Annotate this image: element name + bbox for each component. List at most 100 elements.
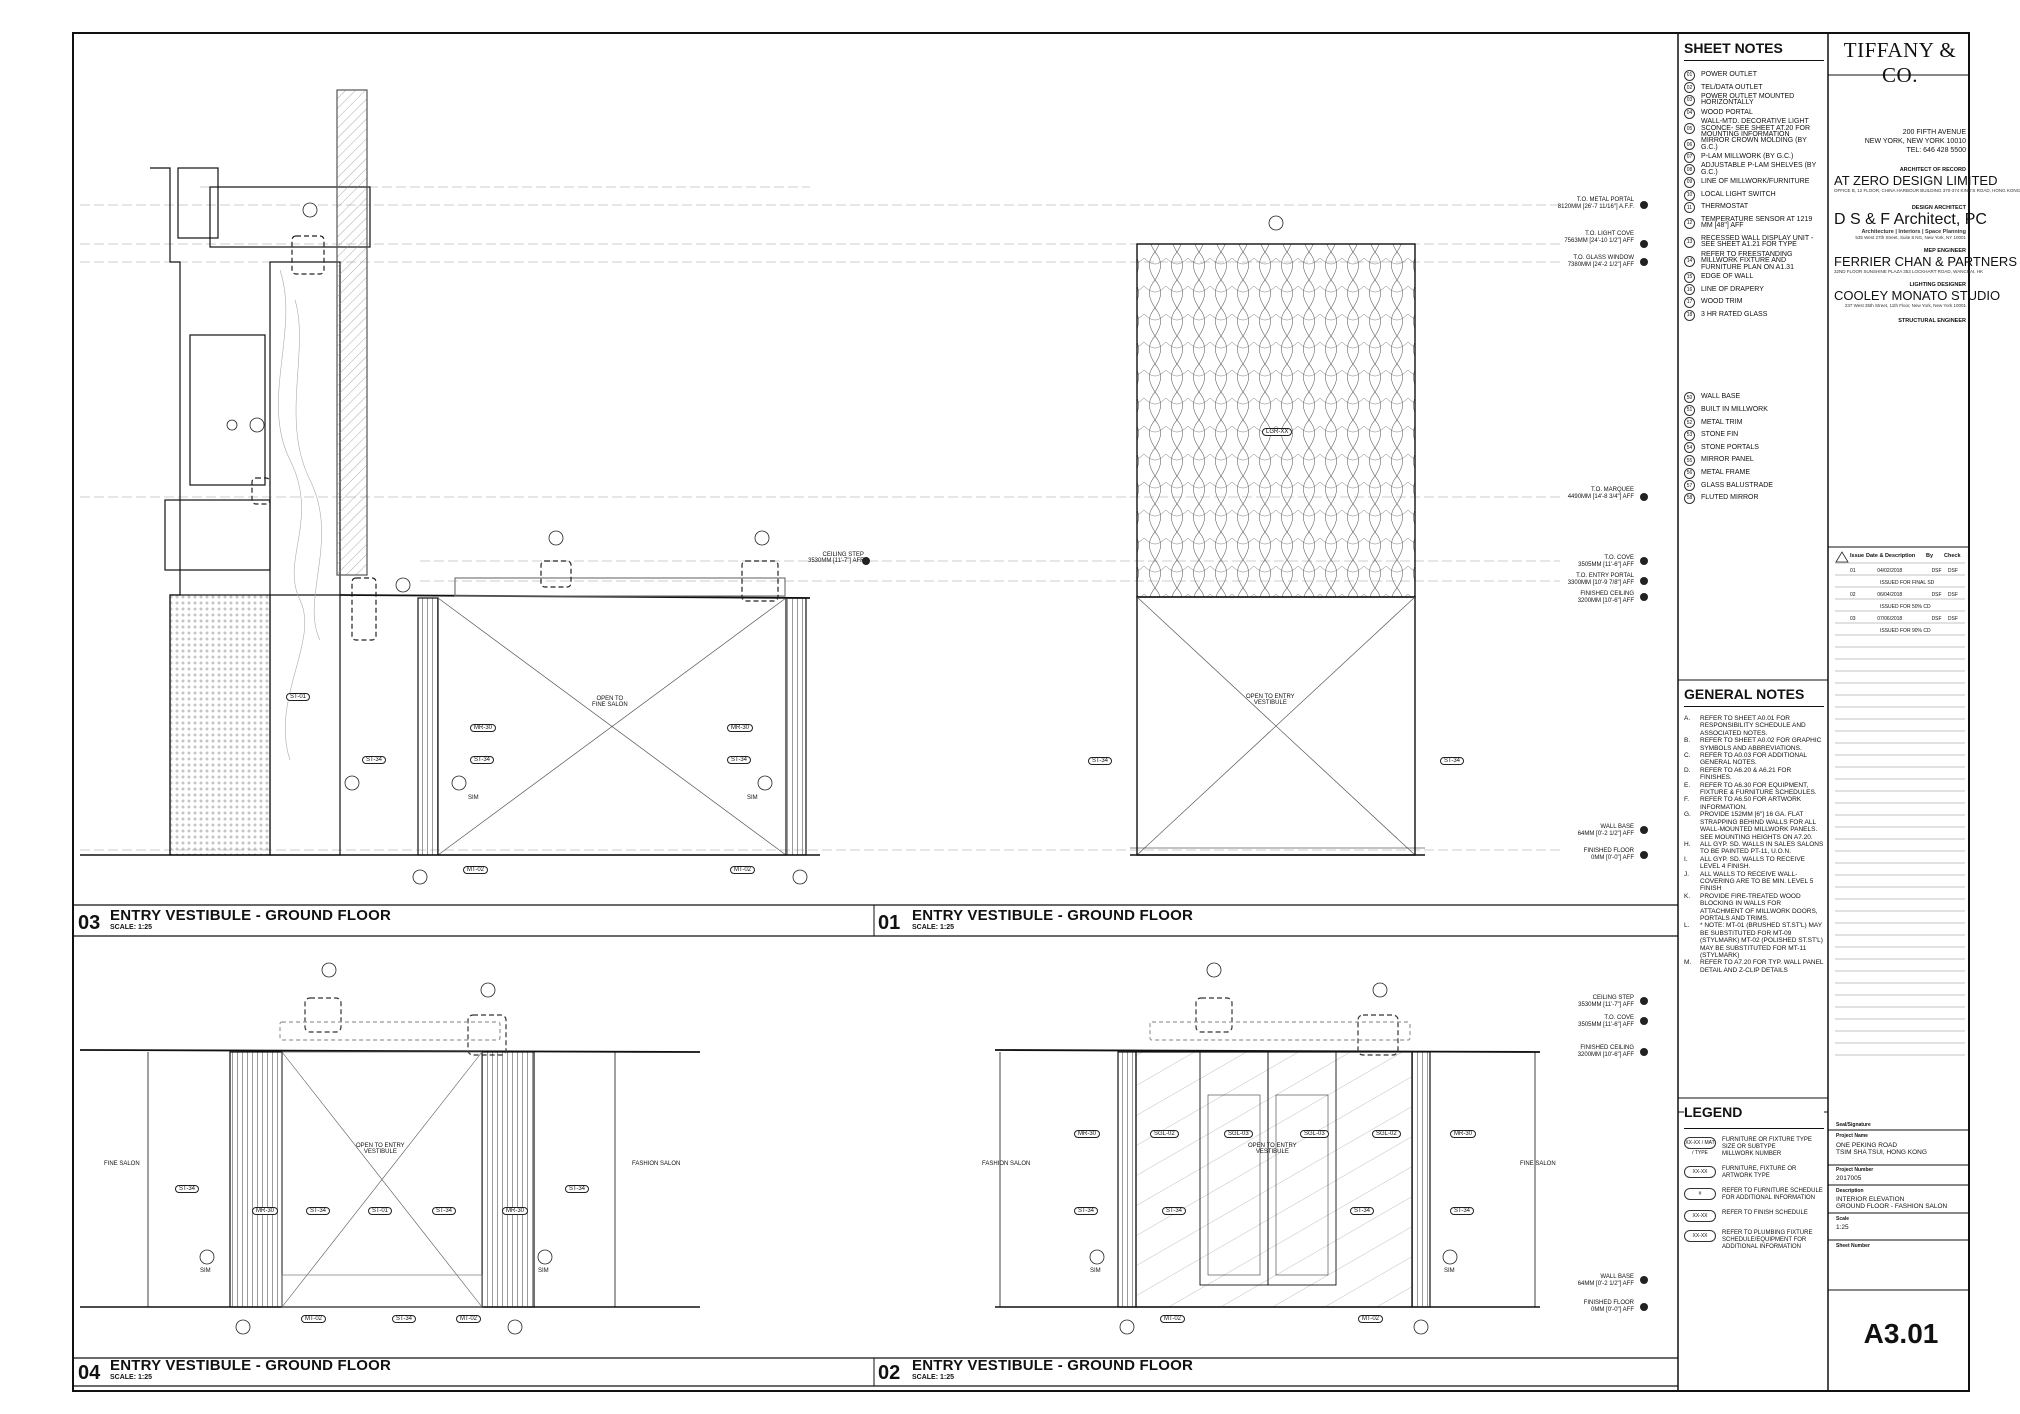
legend-text-line: REFER TO PLUMBING FIXTURE SCHEDULE/EQUIP… bbox=[1722, 1230, 1813, 1250]
note-number-bubble: 17 bbox=[1684, 296, 1695, 308]
panel-02-title: ENTRY VESTIBULE - GROUND FLOOR bbox=[912, 1357, 1194, 1374]
scale-value: 1:25 bbox=[1836, 1224, 1849, 1231]
p02-tag-st34-right: ST-34 bbox=[1350, 1207, 1375, 1215]
project-name-line-2: TSIM SHA TSUI, HONG KONG bbox=[1836, 1149, 1927, 1156]
general-notes-panel: GENERAL NOTES A.REFER TO SHEET A0.01 FOR… bbox=[1684, 686, 1824, 974]
p02-right-room: FINE SALON bbox=[1520, 1161, 1556, 1167]
legend-text: REFER TO PLUMBING FIXTURE SCHEDULE/EQUIP… bbox=[1722, 1230, 1824, 1251]
note-number-bubble: 13 bbox=[1684, 236, 1695, 248]
p02-left-room: FASHION SALON bbox=[982, 1161, 1031, 1167]
legend-text-line: SIZE OR SUBTYPE bbox=[1722, 1144, 1776, 1150]
panel-02-scale: SCALE: 1:25 bbox=[912, 1374, 955, 1381]
p04-sim-right: SIM bbox=[538, 1268, 549, 1274]
note-number-bubble: 06 bbox=[1684, 139, 1695, 151]
p02-tag-st34-left: ST-34 bbox=[1162, 1207, 1187, 1215]
project-number: 2017005 bbox=[1836, 1175, 1862, 1182]
p03-tag-mr30-right: MR-30 bbox=[727, 724, 754, 732]
sheet-note-item: 17 WOOD TRIM bbox=[1684, 296, 1824, 309]
sheet-number: A3.01 bbox=[1863, 1318, 1939, 1349]
client-address-2: NEW YORK, NEW YORK 10010 bbox=[1864, 138, 1966, 145]
legend-text: REFER TO FINISH SCHEDULE bbox=[1722, 1210, 1808, 1222]
p04-tag-st34-right: ST-34 bbox=[432, 1207, 457, 1215]
issue-n: 01 bbox=[1850, 568, 1856, 574]
consultant-addr-3: 237 West 35th Street, 11th Floor, New Yo… bbox=[1844, 303, 1966, 308]
general-note-letter: H. bbox=[1684, 840, 1691, 848]
consultant-firm-1: D S & F Architect, PC bbox=[1834, 211, 1987, 228]
general-note-item: F. REFER TO A6.50 FOR ARTWORK INFORMATION… bbox=[1684, 796, 1824, 811]
note-number-bubble: 01 bbox=[1684, 69, 1695, 81]
general-note-text: REFER TO A6.50 FOR ARTWORK INFORMATION. bbox=[1700, 796, 1802, 811]
general-note-item: L.* NOTE: MT-01 (BRUSHED ST.ST'L) MAY BE… bbox=[1684, 922, 1824, 959]
p02-tag-mr30-right: MR-30 bbox=[1450, 1130, 1477, 1138]
p02-tag-mt02-right: MT-02 bbox=[1358, 1315, 1384, 1323]
general-note-item: K.PROVIDE FIRE-TREATED WOOD BLOCKING IN … bbox=[1684, 893, 1824, 923]
general-note-letter: L. bbox=[1684, 922, 1690, 930]
description-block: Description INTERIOR ELEVATION GROUND FL… bbox=[1836, 1188, 1966, 1210]
general-note-text: REFER TO A0.03 FOR ADDITIONAL GENERAL NO… bbox=[1700, 752, 1807, 767]
note-number-bubble: 04 bbox=[1684, 107, 1695, 119]
issue-n: 02 bbox=[1850, 592, 1856, 598]
note-text: LINE OF DRAPERY bbox=[1701, 285, 1764, 293]
note-text: WOOD PORTAL bbox=[1701, 108, 1753, 116]
sheet-notes-heading: SHEET NOTES bbox=[1684, 40, 1783, 56]
general-note-letter: F. bbox=[1684, 796, 1690, 804]
general-note-text: REFER TO A6.20 & A6.21 FOR FINISHES. bbox=[1700, 766, 1792, 782]
note-text: WOOD TRIM bbox=[1701, 298, 1743, 306]
description-line-1: INTERIOR ELEVATION bbox=[1836, 1196, 1905, 1203]
issue-table-header: Issue Date & Description By Check bbox=[1850, 553, 1961, 559]
general-note-text: PROVIDE 152MM [6"] 16 GA. FLAT STRAPPING… bbox=[1700, 811, 1818, 841]
general-notes-list: A.REFER TO SHEET A0.01 FOR RESPONSIBILIT… bbox=[1684, 715, 1824, 974]
note-number-bubble: 54 bbox=[1684, 442, 1695, 454]
p02-tag-sgl02-right: SGL-02 bbox=[1372, 1130, 1401, 1138]
note-number-bubble: 57 bbox=[1684, 480, 1695, 492]
general-note-item: B.REFER TO SHEET A0.02 FOR GRAPHIC SYMBO… bbox=[1684, 737, 1824, 752]
sheet-note-item: 01 POWER OUTLET bbox=[1684, 69, 1824, 82]
p03-tag-mr30-left: MR-30 bbox=[470, 724, 497, 732]
general-note-text: ALL WALLS TO RECEIVE WALL-COVERING ARE T… bbox=[1700, 870, 1814, 893]
note-number-bubble: 15 bbox=[1684, 271, 1695, 283]
general-note-text: REFER TO A7.20 FOR TYP. WALL PANEL DETAI… bbox=[1700, 959, 1824, 974]
note-number-bubble: 55 bbox=[1684, 455, 1695, 467]
issue-date: 07/06/2018 bbox=[1877, 616, 1903, 622]
legend-text-line: FURNITURE OR FIXTURE TYPE bbox=[1722, 1137, 1812, 1143]
client-address-3: TEL: 646 428 5500 bbox=[1906, 147, 1966, 154]
note-text: METAL FRAME bbox=[1701, 468, 1751, 476]
general-note-letter: J. bbox=[1684, 870, 1690, 878]
note-text: POWER OUTLET bbox=[1701, 71, 1758, 79]
general-note-item: A.REFER TO SHEET A0.01 FOR RESPONSIBILIT… bbox=[1684, 715, 1824, 737]
general-note-letter: G. bbox=[1684, 811, 1691, 819]
general-note-text: ALL GYP. SD. WALLS IN SALES SALONS TO BE… bbox=[1700, 840, 1824, 856]
consultant-role-3: LIGHTING DESIGNER bbox=[1909, 282, 1966, 288]
general-note-text: REFER TO SHEET A0.02 FOR GRAPHIC SYMBOLS… bbox=[1700, 737, 1822, 752]
note-number-bubble: 10 bbox=[1684, 189, 1695, 201]
sheet-note-item: 04 WOOD PORTAL bbox=[1684, 107, 1824, 120]
general-note-letter: C. bbox=[1684, 752, 1691, 760]
note-text: STONE PORTALS bbox=[1701, 443, 1759, 451]
note-number-bubble: 02 bbox=[1684, 82, 1695, 94]
note-number-bubble: 03 bbox=[1684, 94, 1695, 106]
consultant-role-0: ARCHITECT OF RECORD bbox=[1899, 167, 1966, 173]
legend-text: REFER TO FURNITURE SCHEDULE FOR ADDITION… bbox=[1722, 1188, 1824, 1202]
note-number-bubble: 12 bbox=[1684, 217, 1695, 229]
issue-n: 03 bbox=[1850, 616, 1856, 622]
p02-tag-sgl03-right: SGL-03 bbox=[1300, 1130, 1329, 1138]
p03-tag-st01: ST-01 bbox=[286, 693, 311, 701]
